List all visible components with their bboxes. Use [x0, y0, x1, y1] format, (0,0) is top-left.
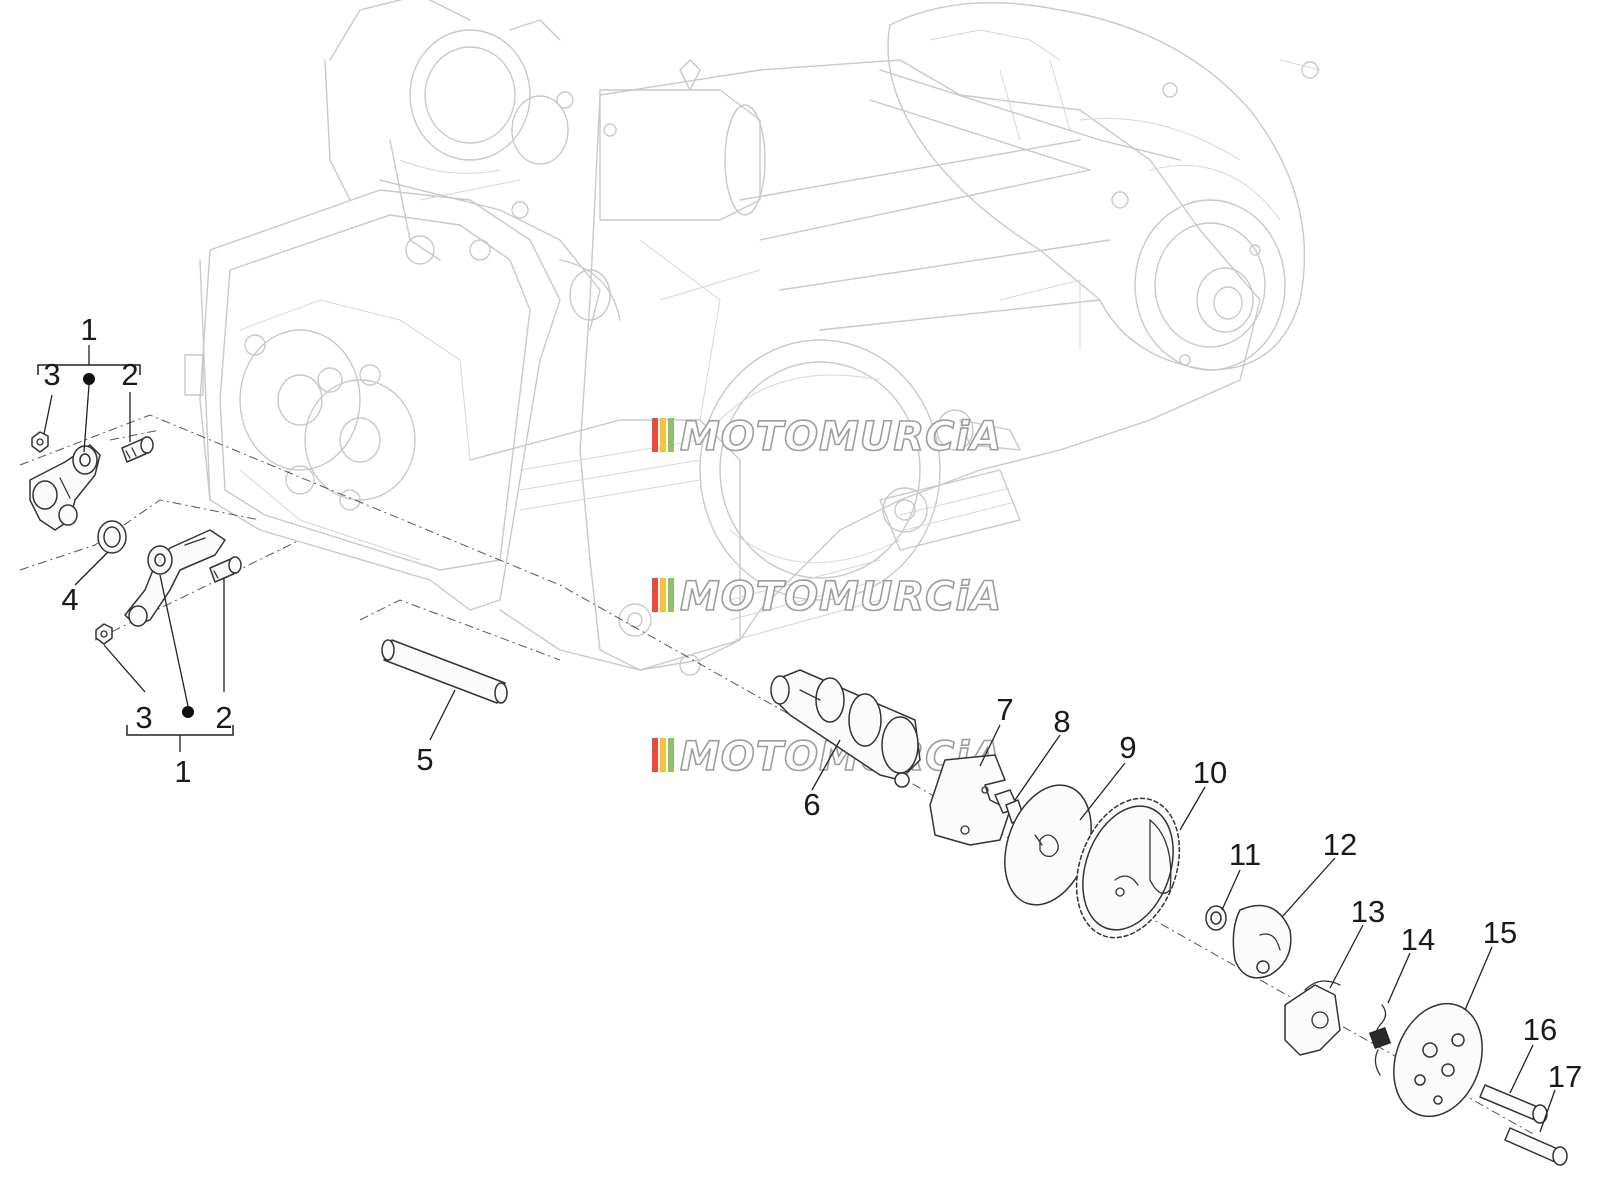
callout-3-bottom: 3 — [135, 700, 152, 735]
callout-17: 17 — [1548, 1059, 1582, 1094]
adjuster-screw-lower — [209, 556, 242, 583]
callout-12: 12 — [1323, 827, 1357, 862]
callout-7: 7 — [996, 692, 1013, 727]
camshaft-part-6 — [770, 669, 921, 788]
adjuster-nut-upper — [31, 431, 49, 453]
watermark-stripe-yellow — [660, 738, 666, 772]
watermark-stripe-red — [652, 418, 658, 452]
callout-13: 13 — [1351, 894, 1385, 929]
callout-1-bottom: 1 — [174, 754, 191, 789]
watermark-stripe-red — [652, 738, 658, 772]
callout-numbers: 1 2 3 4 5 3 2 1 6 7 8 9 10 11 12 13 14 1… — [43, 312, 1582, 1094]
adjuster-nut-lower — [95, 623, 113, 645]
callout-9: 9 — [1119, 730, 1136, 765]
watermark-text: MOTOMURCiA — [680, 414, 1002, 460]
callout-2-top: 2 — [121, 357, 138, 392]
decompressor-lever-part-13 — [1284, 980, 1341, 1056]
leader-lines — [43, 373, 1556, 1133]
counterweight-part-12 — [1232, 904, 1292, 979]
callout-11: 11 — [1229, 837, 1261, 872]
watermark-middle: MOTOMURCiA — [652, 573, 1002, 621]
watermark-stripe-yellow — [660, 418, 666, 452]
callout-8: 8 — [1053, 704, 1070, 739]
watermark-top: MOTOMURCiA — [652, 413, 1002, 461]
callout-3-top: 3 — [43, 357, 60, 392]
callout-5: 5 — [416, 742, 433, 777]
watermark-stripe-red — [652, 578, 658, 612]
callout-15: 15 — [1483, 915, 1517, 950]
timing-sprocket-part-10 — [1075, 797, 1181, 939]
callout-6: 6 — [803, 787, 820, 822]
spring-part-14 — [1368, 1004, 1392, 1076]
callout-1-top: 1 — [80, 312, 97, 347]
callout-bracket-top — [37, 345, 141, 375]
rocker-arm-lower — [124, 529, 226, 627]
watermark-text: MOTOMURCiA — [680, 574, 1002, 620]
bullet-dot-top — [83, 373, 95, 385]
watermark-stripe-green — [668, 738, 674, 772]
bushing-part-11 — [1205, 905, 1227, 931]
watermark-stripe-green — [668, 578, 674, 612]
adjuster-screw-upper — [121, 436, 154, 463]
bullet-dot-bottom — [182, 706, 194, 718]
callout-10: 10 — [1193, 755, 1227, 790]
bolt-part-16 — [1479, 1084, 1548, 1124]
callout-2-bottom: 2 — [215, 700, 232, 735]
watermark-stripe-yellow — [660, 578, 666, 612]
cam-cover-part-15 — [1393, 1002, 1483, 1118]
callout-14: 14 — [1401, 922, 1435, 957]
rocker-shaft-part-5 — [381, 639, 508, 704]
watermark-stripe-green — [668, 418, 674, 452]
callout-16: 16 — [1523, 1012, 1557, 1047]
callout-bracket-bottom — [126, 725, 234, 752]
bolt-part-17 — [1504, 1127, 1568, 1166]
washer-part-4 — [97, 520, 127, 554]
callout-4: 4 — [61, 582, 78, 617]
rocker-arm-upper — [29, 444, 101, 531]
